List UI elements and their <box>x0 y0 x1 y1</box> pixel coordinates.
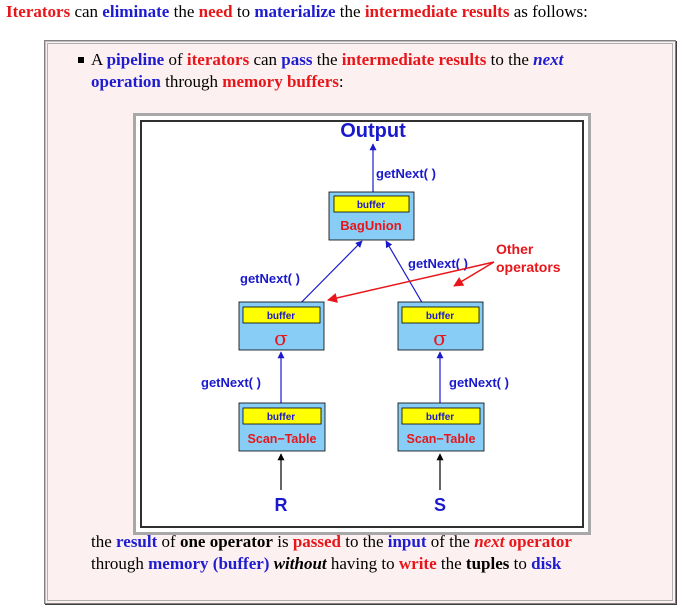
summary-text-the: the <box>91 532 117 551</box>
scan-buffer-left <box>242 407 322 425</box>
panel-inner-border <box>47 43 673 601</box>
bullet-intermediate-results: intermediate results <box>341 50 487 69</box>
other-operators-label-line1: Other <box>496 241 534 257</box>
relation-r-label: R <box>275 495 288 515</box>
scan-table-label-right: Scan−Table <box>407 432 476 446</box>
bullet-icon <box>78 57 84 63</box>
baguniton-label: BagUnion <box>340 218 401 233</box>
bullet-next: next <box>533 50 564 69</box>
getnext-label-right-lower: getNext( ) <box>449 375 509 390</box>
summary-text-to: to <box>509 554 532 573</box>
bullet-text-to-the: to the <box>486 50 534 69</box>
baguniton-buffer <box>333 195 410 213</box>
baguniton-buffer-label: buffer <box>357 200 385 211</box>
summary-disk: disk <box>531 554 562 573</box>
selection-buffer-label-right: buffer <box>426 311 454 322</box>
selection-buffer-left <box>242 306 321 324</box>
selection-buffer-label-left: buffer <box>267 311 295 322</box>
bullet-pipeline: pipeline <box>106 50 165 69</box>
iterator-pipeline-diagram: Output getNext( ) buffer BagUnion getNex… <box>201 120 561 515</box>
relation-s-label: S <box>434 495 446 515</box>
bullet-text: A pipeline of iterators can pass the int… <box>91 49 651 93</box>
output-label: Output <box>340 120 406 142</box>
bullet-text-the: the <box>312 50 342 69</box>
bullet-text-colon: : <box>338 72 344 91</box>
bullet-operation: operation <box>91 72 161 91</box>
scan-table-operator-left: buffer Scan−Table <box>238 402 326 452</box>
headline-text: can <box>70 2 103 21</box>
baguniton-operator: buffer BagUnion <box>328 191 415 241</box>
red-arrow-to-left-sigma <box>327 261 495 303</box>
bullet-text-of: of <box>164 50 187 69</box>
getnext-label-top: getNext( ) <box>376 166 436 181</box>
content-panel: A pipeline of iterators can pass the int… <box>44 40 676 604</box>
headline-intermediate-results: intermediate results <box>364 2 510 21</box>
summary-result: result <box>116 532 158 551</box>
summary-text-the2: the <box>436 554 466 573</box>
bullet-iterators: iterators <box>186 50 250 69</box>
headline-materialize: materialize <box>254 2 336 21</box>
scan-buffer-label-right: buffer <box>426 412 454 423</box>
headline-text: the <box>169 2 199 21</box>
headline-need: need <box>198 2 233 21</box>
headline: Iterators can eliminate the need to mate… <box>6 2 588 22</box>
summary-input: input <box>387 532 427 551</box>
bullet-text-can: can <box>249 50 282 69</box>
summary-text-through: through <box>91 554 149 573</box>
headline-text: to <box>232 2 255 21</box>
figure-inner-frame <box>140 120 584 528</box>
summary-text: the result of one operator is passed to … <box>91 531 651 575</box>
summary-write: write <box>398 554 437 573</box>
scan-table-operator-right: buffer Scan−Table <box>397 402 485 452</box>
selection-operator-right: buffer σ <box>397 301 484 351</box>
bullet-memory-buffers: memory buffers <box>222 72 339 91</box>
other-operators-label-line2: operators <box>496 259 561 275</box>
headline-iterators: Iterators <box>6 2 71 21</box>
bullet-pass: pass <box>281 50 313 69</box>
summary-operator: operator <box>504 532 572 551</box>
summary-next: next <box>474 532 505 551</box>
summary-text-is: is <box>272 532 293 551</box>
red-arrow-to-right-sigma <box>453 261 495 287</box>
sigma-label-left: σ <box>274 326 288 350</box>
summary-tuples: tuples <box>465 554 510 573</box>
summary-text-to-the: to the <box>341 532 388 551</box>
scan-buffer-right <box>401 407 481 425</box>
headline-eliminate: eliminate <box>102 2 170 21</box>
summary-text-of: of <box>157 532 180 551</box>
summary-passed: passed <box>292 532 341 551</box>
headline-text: as follows: <box>509 2 588 21</box>
selection-operator-left: buffer σ <box>238 301 325 351</box>
getnext-label-right-upper: getNext( ) <box>408 256 468 271</box>
getnext-label-left-upper: getNext( ) <box>240 271 300 286</box>
summary-without: without <box>273 554 327 573</box>
getnext-label-left-lower: getNext( ) <box>201 375 261 390</box>
summary-text-having-to: having to <box>326 554 399 573</box>
scan-table-label-left: Scan−Table <box>248 432 317 446</box>
diagram-figure: Output getNext( ) buffer BagUnion getNex… <box>133 113 591 535</box>
headline-text: the <box>335 2 365 21</box>
scan-buffer-label-left: buffer <box>267 412 295 423</box>
summary-text-of-the: of the <box>426 532 475 551</box>
sigma-label-right: σ <box>433 326 447 350</box>
bullet-text-a: A <box>91 50 107 69</box>
summary-memory-buffer: memory (buffer) <box>148 554 270 573</box>
selection-buffer-right <box>401 306 480 324</box>
bullet-text-through: through <box>160 72 223 91</box>
summary-one-operator: one operator <box>179 532 273 551</box>
